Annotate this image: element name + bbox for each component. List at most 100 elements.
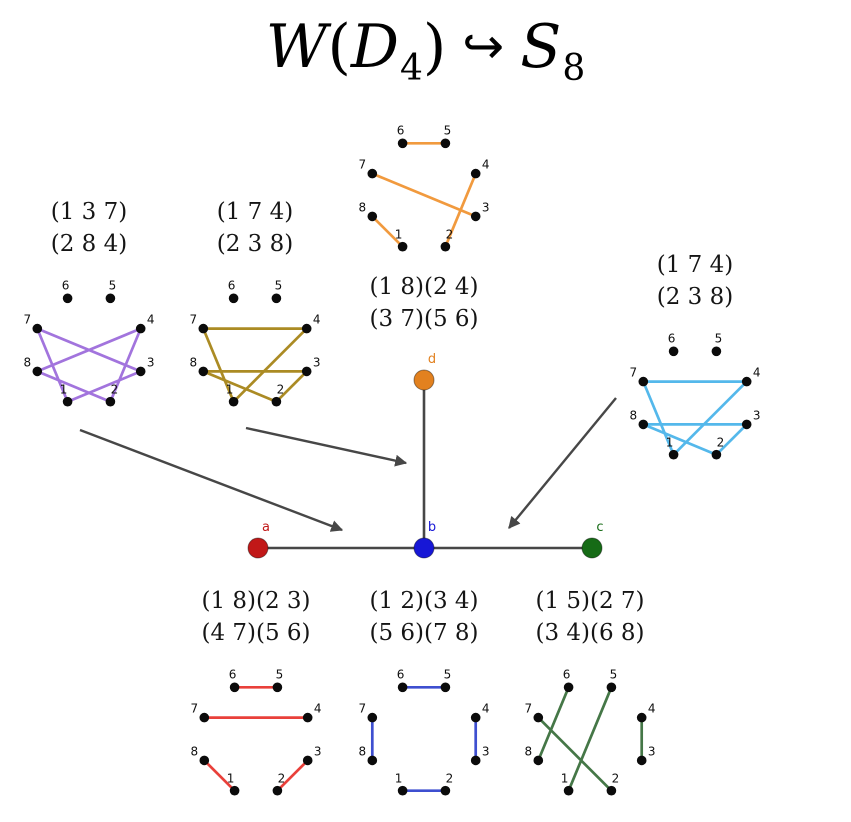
title-symmetric-group: S <box>520 12 562 82</box>
permutation-cycle-line: (1 7 4) <box>656 252 734 278</box>
embedding-arrow-olive <box>245 426 408 467</box>
vertex-label-7: 7 <box>629 366 637 380</box>
vertex-dot-3 <box>636 755 647 766</box>
vertex-dot-5 <box>711 346 722 357</box>
permutation-labels: (1 7 4) (2 3 8) <box>657 249 733 313</box>
vertex-label-1: 1 <box>226 383 234 397</box>
vertex-label-5: 5 <box>444 667 452 681</box>
vertex-dot-5 <box>606 682 617 693</box>
permutation-labels: (1 5)(2 7) (3 4)(6 8) <box>535 585 644 649</box>
vertex-label-7: 7 <box>524 702 532 716</box>
vertex-dot-1 <box>668 449 679 460</box>
vertex-label-5: 5 <box>715 331 723 345</box>
graph-edge-1-7 <box>641 380 675 457</box>
vertex-dot-7 <box>367 712 378 723</box>
vertex-dot-1 <box>563 785 574 796</box>
permutation-cycle-line: (2 3 8) <box>216 231 294 257</box>
vertex-label-5: 5 <box>610 667 618 681</box>
vertex-label-6: 6 <box>397 123 405 137</box>
vertex-dot-7 <box>367 168 378 179</box>
vertex-label-8: 8 <box>189 355 197 369</box>
vertex-dot-6 <box>397 682 408 693</box>
title-group-symbol: W <box>265 12 328 82</box>
vertex-label-5: 5 <box>275 278 283 292</box>
vertex-dot-1 <box>228 396 239 407</box>
title-open-paren: ( <box>327 12 351 82</box>
vertex-label-2: 2 <box>278 772 286 786</box>
vertex-dot-2 <box>272 785 283 796</box>
vertex-dot-1 <box>229 785 240 796</box>
vertex-label-2: 2 <box>612 772 620 786</box>
permutation-cycle-line: (1 8)(2 3) <box>201 588 311 614</box>
permutation-cycle-line: (1 7 4) <box>216 199 294 225</box>
vertex-dot-8 <box>32 366 43 377</box>
vertex-dot-3 <box>302 755 313 766</box>
graph-edge-4-2 <box>109 327 143 404</box>
vertex-label-3: 3 <box>313 355 321 369</box>
vertex-dot-8 <box>638 419 649 430</box>
title-symmetric-subscript: 8 <box>562 48 586 89</box>
vertex-label-1: 1 <box>60 383 68 397</box>
vertex-dot-3 <box>135 366 146 377</box>
vertex-dot-5 <box>440 138 451 149</box>
vertex-dot-6 <box>563 682 574 693</box>
graph-edge-8-4 <box>35 327 143 373</box>
vertex-label-5: 5 <box>444 123 452 137</box>
vertex-label-3: 3 <box>147 355 155 369</box>
vertex-dot-3 <box>470 211 481 222</box>
vertex-label-5: 5 <box>276 667 284 681</box>
permutation-cycle-line: (1 2)(3 4) <box>369 588 479 614</box>
permutation-cycle-line: (2 8 4) <box>50 231 128 257</box>
vertex-label-6: 6 <box>62 278 70 292</box>
vertex-label-7: 7 <box>358 158 366 172</box>
permutation-cycle-line: (3 4)(6 8) <box>535 620 645 646</box>
dynkin-edges <box>258 380 592 550</box>
vertex-dot-4 <box>470 168 481 179</box>
graph-edge-2-8 <box>35 370 112 404</box>
vertex-label-3: 3 <box>753 408 761 422</box>
graph-edge-3-7 <box>370 172 478 218</box>
vertex-label-6: 6 <box>668 331 676 345</box>
dynkin-node-label-c: c <box>596 520 603 535</box>
vertex-dot-2 <box>271 396 282 407</box>
vertex-label-2: 2 <box>111 383 119 397</box>
dynkin-node-b <box>413 537 435 559</box>
vertex-dot-5 <box>271 293 282 304</box>
vertex-dot-2 <box>606 785 617 796</box>
permutation-cycle-line: (1 8)(2 4) <box>369 274 479 300</box>
permutation-labels: (1 8)(2 3) (4 7)(5 6) <box>201 585 310 649</box>
vertex-dot-4 <box>301 323 312 334</box>
figure-title: W(D4)↪S8 <box>0 12 851 89</box>
vertex-label-6: 6 <box>563 667 571 681</box>
vertex-dot-4 <box>135 323 146 334</box>
vertex-label-6: 6 <box>228 278 236 292</box>
embedding-arrow-purple <box>79 428 344 532</box>
graph-edge-2-7 <box>536 716 613 793</box>
graph-edge-4-1 <box>672 380 749 457</box>
vertex-label-1: 1 <box>395 772 403 786</box>
permutation-labels: (1 2)(3 4) (5 6)(7 8) <box>369 585 478 649</box>
vertex-dot-4 <box>302 712 313 723</box>
vertex-dot-2 <box>105 396 116 407</box>
vertex-dot-8 <box>367 211 378 222</box>
graph-edge-1-7 <box>201 327 235 404</box>
vertex-dot-6 <box>668 346 679 357</box>
vertex-label-4: 4 <box>482 702 490 716</box>
vertex-dot-1 <box>62 396 73 407</box>
vertex-label-3: 3 <box>482 744 490 758</box>
vertex-label-3: 3 <box>482 200 490 214</box>
permutation-cycle-line: (2 3 8) <box>656 284 734 310</box>
permutation-labels: (1 7 4) (2 3 8) <box>217 196 293 260</box>
vertex-dot-2 <box>440 785 451 796</box>
vertex-label-1: 1 <box>227 772 235 786</box>
